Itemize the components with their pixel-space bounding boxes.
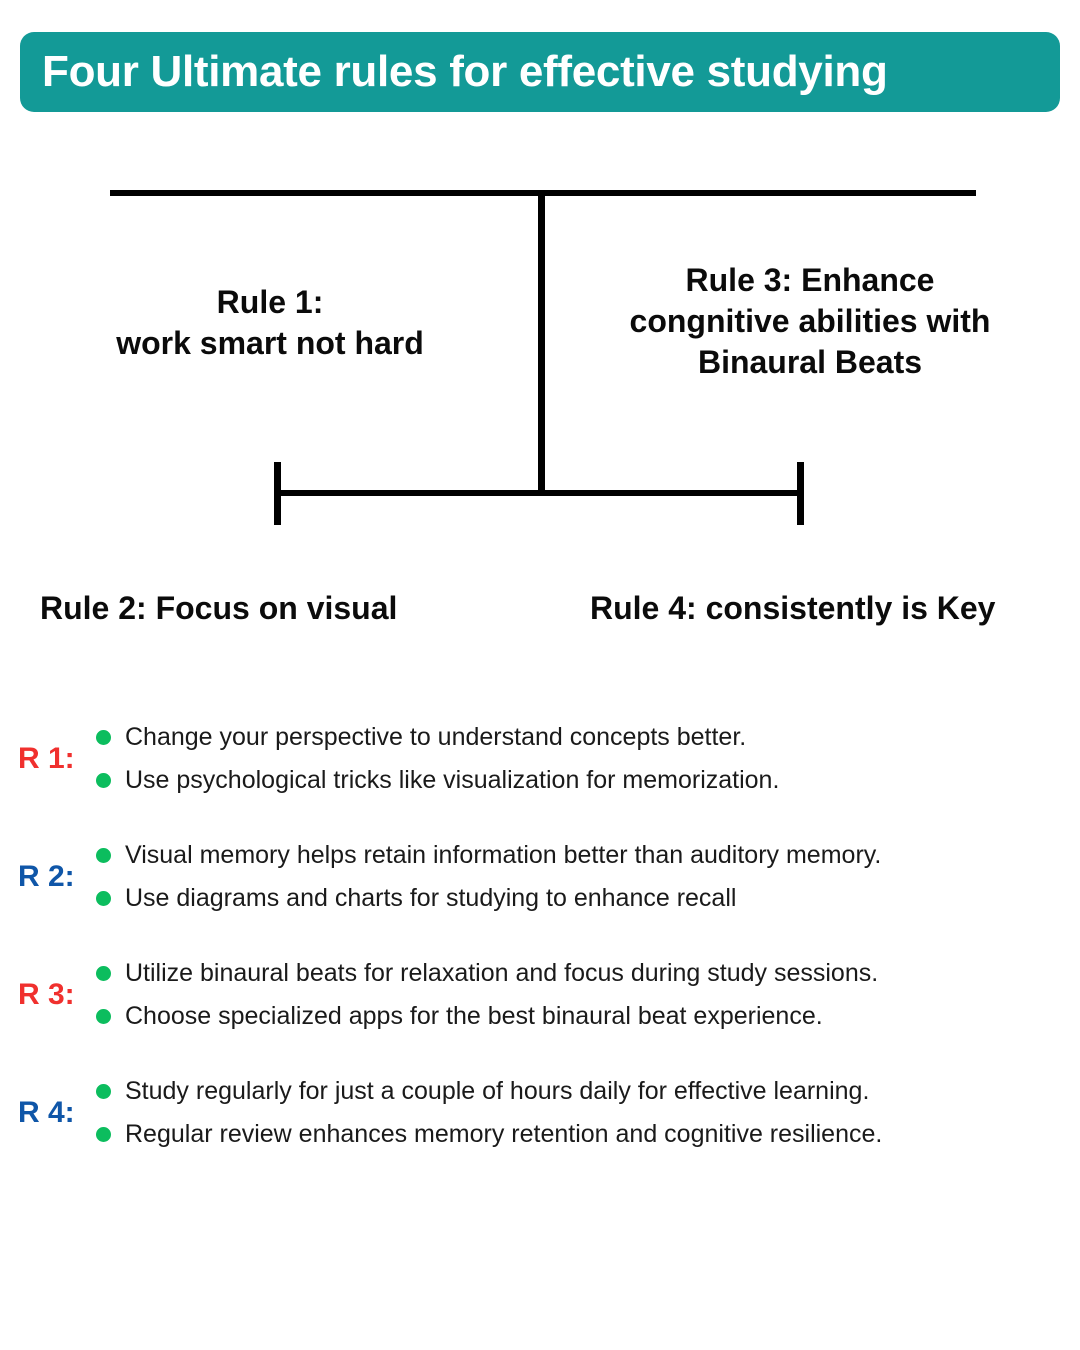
rule-bullets-r4: Study regularly for just a couple of hou… [90, 1075, 1080, 1151]
tree-bottom-horizontal-line [277, 490, 804, 496]
bullet-text: Use diagrams and charts for studying to … [125, 884, 737, 912]
rule-detail-section-1: R 1: Change your perspective to understa… [0, 700, 1080, 818]
tree-center-vertical-line [538, 190, 545, 496]
rule-bullets-r2: Visual memory helps retain information b… [90, 839, 1080, 915]
rule-bullets-r1: Change your perspective to understand co… [90, 721, 1080, 797]
bullet-dot-icon [96, 848, 111, 863]
bullet-dot-icon [96, 1084, 111, 1099]
list-item: Utilize binaural beats for relaxation an… [96, 957, 1080, 990]
bullet-text: Change your perspective to understand co… [125, 723, 747, 751]
rule-bullets-r3: Utilize binaural beats for relaxation an… [90, 957, 1080, 1033]
tree-node-rule-3-line-1: Rule 3: Enhance [685, 262, 935, 298]
rule-detail-section-2: R 2: Visual memory helps retain informat… [0, 818, 1080, 936]
bullet-text: Use psychological tricks like visualizat… [125, 766, 780, 794]
list-item: Change your perspective to understand co… [96, 721, 1080, 754]
rule-tag-r3: R 3: [18, 978, 75, 1011]
bullet-dot-icon [96, 891, 111, 906]
rule-details-list: R 1: Change your perspective to understa… [0, 700, 1080, 1172]
tree-node-rule-4: Rule 4: consistently is Key [590, 590, 996, 626]
bullet-text: Utilize binaural beats for relaxation an… [125, 959, 879, 987]
rule-detail-section-3: R 3: Utilize binaural beats for relaxati… [0, 936, 1080, 1054]
tree-left-branch-stub [274, 462, 281, 525]
bullet-text: Regular review enhances memory retention… [125, 1120, 883, 1148]
bullet-text: Study regularly for just a couple of hou… [125, 1077, 870, 1105]
rules-tree-diagram: Rule 1: work smart not hard Rule 3: Enha… [0, 0, 1080, 660]
tree-node-rule-2: Rule 2: Focus on visual [40, 590, 398, 626]
list-item: Use psychological tricks like visualizat… [96, 764, 1080, 797]
bullet-text: Visual memory helps retain information b… [125, 841, 882, 869]
tree-node-rule-1-line-2: work smart not hard [116, 324, 424, 361]
rule-detail-section-4: R 4: Study regularly for just a couple o… [0, 1054, 1080, 1172]
bullet-dot-icon [96, 773, 111, 788]
bullet-dot-icon [96, 730, 111, 745]
tree-right-branch-stub [797, 462, 804, 525]
list-item: Visual memory helps retain information b… [96, 839, 1080, 872]
tree-node-rule-1: Rule 1: work smart not hard [20, 282, 520, 364]
bullet-text: Choose specialized apps for the best bin… [125, 1002, 823, 1030]
tree-node-rule-3-line-3: Binaural Beats [697, 343, 923, 380]
list-item: Study regularly for just a couple of hou… [96, 1075, 1080, 1108]
bullet-dot-icon [96, 1127, 111, 1142]
rule-tag-r1: R 1: [18, 742, 75, 775]
bullet-dot-icon [96, 966, 111, 981]
page-title: Four Ultimate rules for effective studyi… [42, 47, 888, 96]
list-item: Regular review enhances memory retention… [96, 1118, 1080, 1151]
bullet-dot-icon [96, 1009, 111, 1024]
rule-tag-r4: R 4: [18, 1096, 75, 1129]
list-item: Choose specialized apps for the best bin… [96, 1000, 1080, 1033]
rule-tag-r2: R 2: [18, 860, 75, 893]
tree-node-rule-3-line-2: congnitive abilities with [629, 302, 991, 339]
list-item: Use diagrams and charts for studying to … [96, 882, 1080, 915]
tree-node-rule-1-line-1: Rule 1: [216, 284, 324, 320]
title-banner: Four Ultimate rules for effective studyi… [20, 32, 1060, 112]
tree-node-rule-3: Rule 3: Enhance congnitive abilities wit… [560, 260, 1060, 383]
